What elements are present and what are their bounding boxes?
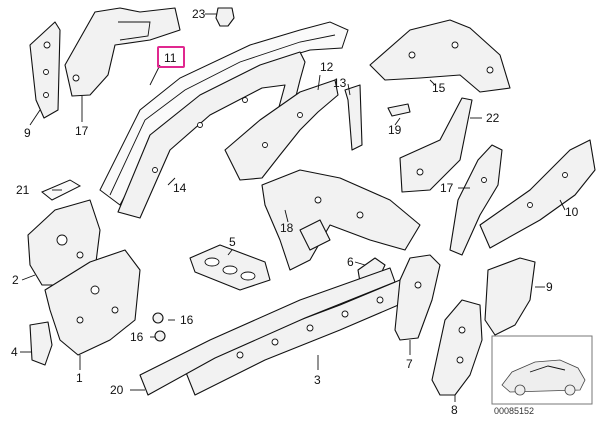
callout-21: 21 [16,183,30,197]
callout-10: 10 [565,205,579,219]
part-8-wheel-arch-inner [431,299,483,396]
vehicle-inset-thumbnail [491,335,593,405]
part-17-right-reinforcement [449,144,503,256]
callout-14: 14 [173,181,187,195]
reference-number: 00085152 [494,406,534,416]
part-16-bolt-upper [152,312,164,324]
callout-22: 22 [486,111,500,125]
part-10-rear-side-member [479,139,596,249]
callout-9-left: 9 [24,126,31,140]
part-9-right-trim [484,257,536,336]
part-16-bolt-lower [154,330,166,342]
part-9-left-trim [29,21,61,119]
part-23-clip [215,7,235,27]
callout-2: 2 [12,273,19,287]
callout-7: 7 [406,357,413,371]
part-22-c-pillar-inner [399,97,473,193]
callout-9-right: 9 [546,280,553,294]
callout-23: 23 [192,7,206,21]
highlight-box-part-11 [157,46,185,68]
part-17-rear-inner-panel [64,7,181,97]
callout-1: 1 [76,371,83,385]
callout-5: 5 [229,235,236,249]
part-4-bracket [29,321,53,366]
part-20-inner-sill [139,267,396,396]
callout-17-right: 17 [440,181,454,195]
callout-19: 19 [388,123,402,137]
callout-20: 20 [110,383,124,397]
callout-11: 11 [164,51,177,65]
callout-8: 8 [451,403,458,417]
leader-lines [20,13,566,402]
callout-17-left: 17 [75,124,89,138]
callout-18: 18 [280,221,294,235]
part-19-bracket [387,103,411,117]
callout-13: 13 [333,76,347,90]
part-1-hinge-pillar [44,249,141,356]
callout-15: 15 [432,81,446,95]
callout-12: 12 [320,60,334,74]
callout-16-upper: 16 [180,313,194,327]
part-7-c-pillar-lower [394,254,441,341]
callout-16-lower: 16 [130,330,144,344]
callout-3: 3 [314,373,321,387]
part-5-seat-crossmember [189,244,271,291]
part-15-rear-shelf [369,19,511,93]
part-18-floor-crossmember [261,169,421,271]
callout-6: 6 [347,255,354,269]
callout-labels: 9 17 23 11 12 13 15 19 22 17 10 14 21 18… [11,7,579,417]
callout-4: 4 [11,345,18,359]
part-13-b-pillar-reinforcement [344,84,363,151]
part-12-b-pillar [224,79,339,181]
